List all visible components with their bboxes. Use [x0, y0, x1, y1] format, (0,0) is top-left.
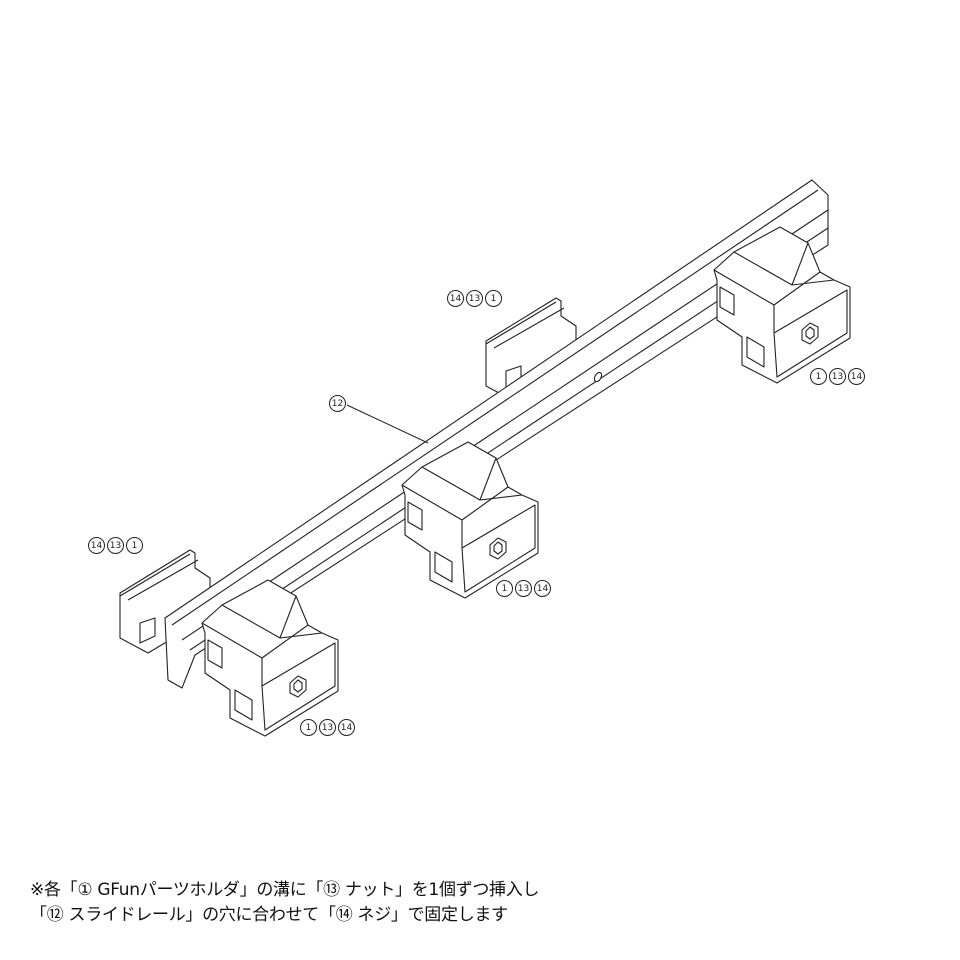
part-number-badge: 13 — [829, 368, 846, 385]
part-number-badge: 12 — [329, 395, 346, 412]
instruction-line-2: 「⑫ スライドレール」の穴に合わせて「⑭ ネジ」で固定します — [30, 905, 508, 925]
part-number-badge: 1 — [300, 719, 317, 736]
part-number-badge: 1 — [810, 368, 827, 385]
part-number-badge: 1 — [496, 580, 513, 597]
rail-leader-line — [346, 404, 429, 444]
part-number-badge: 1 — [126, 537, 143, 554]
callout-holder-front-left: 1 13 14 — [300, 719, 355, 736]
callout-holder-back-left: 14 13 1 — [88, 537, 143, 554]
part-number-badge: 13 — [515, 580, 532, 597]
callout-holder-back-center: 14 13 1 — [447, 290, 502, 307]
part-number-badge: 14 — [88, 537, 105, 554]
part-number-badge: 14 — [338, 719, 355, 736]
part-number-badge: 13 — [107, 537, 124, 554]
part-number-badge: 13 — [319, 719, 336, 736]
callout-holder-center: 1 13 14 — [496, 580, 551, 597]
instruction-line-1: ※各「① GFunパーツホルダ」の溝に「⑬ ナット」を1個ずつ挿入し — [30, 880, 540, 900]
part-number-badge: 13 — [466, 290, 483, 307]
part-number-badge: 14 — [447, 290, 464, 307]
part-number-badge: 14 — [848, 368, 865, 385]
part-number-badge: 14 — [534, 580, 551, 597]
slide-rail — [164, 179, 829, 689]
callout-holder-right: 1 13 14 — [810, 368, 865, 385]
part-number-badge: 1 — [485, 290, 502, 307]
callout-rail: 12 — [329, 395, 346, 412]
